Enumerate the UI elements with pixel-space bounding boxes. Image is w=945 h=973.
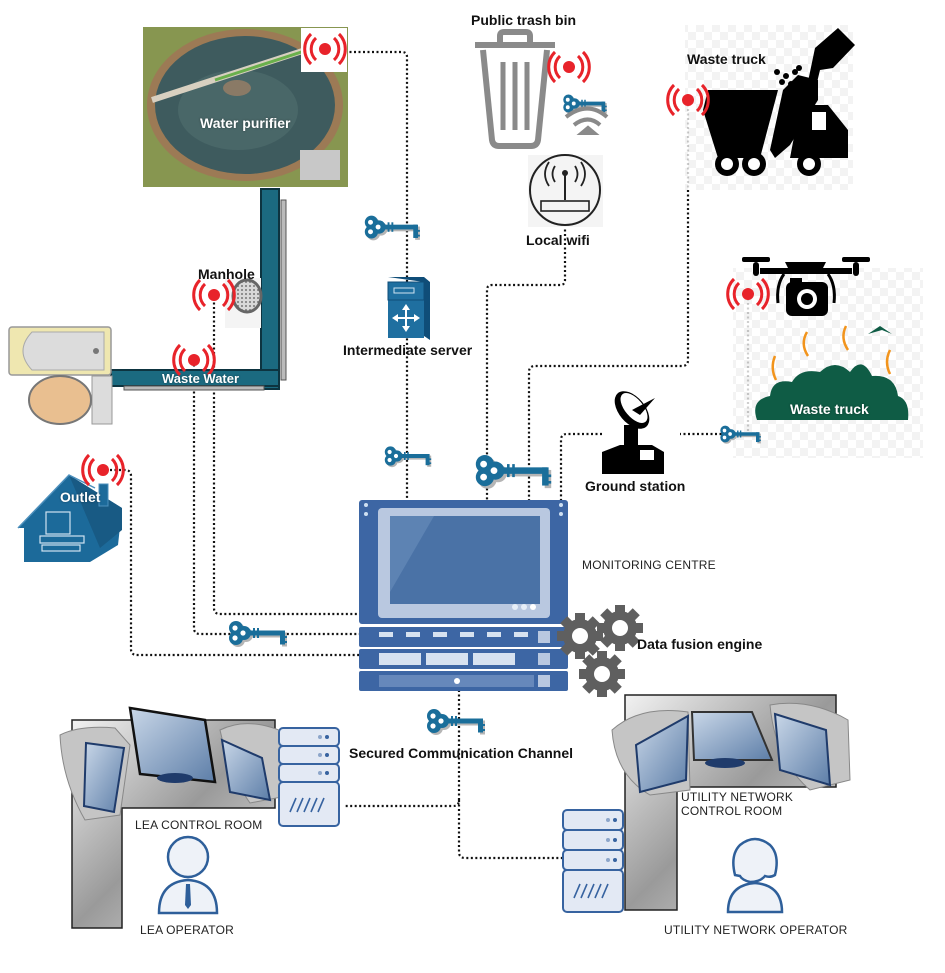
wastewater-key-icon — [229, 621, 287, 647]
water-purifier-label: Water purifier — [200, 115, 291, 131]
monitor-icon — [59, 706, 293, 821]
drone-waste-node — [720, 257, 923, 458]
waste-truck-label: Waste truck — [687, 51, 766, 67]
garbage-truck-icon — [703, 28, 855, 176]
local-wifi-node — [528, 154, 603, 227]
trash-bin-icon — [475, 29, 555, 149]
intermediate-server-label: Intermediate server — [343, 342, 473, 358]
monitoring-centre-label: MONITORING CENTRE — [582, 558, 716, 572]
public-trash-bin-node — [475, 29, 609, 149]
server-rack-icon — [278, 727, 340, 827]
wifi-signal-icon — [564, 106, 609, 135]
outlet-node — [17, 453, 125, 562]
intermediate-server-node — [387, 277, 430, 340]
utility-control-room-label-line2: CONTROL ROOM — [681, 804, 783, 818]
purifier-key-icon — [384, 446, 432, 468]
edge-wastewater-centre — [192, 360, 360, 636]
server-key-icon — [364, 215, 420, 241]
secured-channel-key-icon — [427, 709, 485, 735]
wifi-key-icon — [475, 455, 552, 489]
smell-lines — [771, 325, 892, 381]
satellite-dish-icon — [602, 391, 664, 474]
edge-centre-utility — [457, 800, 562, 860]
utility-control-room-node — [562, 694, 851, 914]
server-tower-icon — [387, 277, 430, 340]
public-trash-bin-label: Public trash bin — [471, 12, 577, 28]
female-operator-icon — [726, 837, 784, 914]
lea-operator-label: LEA OPERATOR — [140, 923, 234, 937]
edge-wifi-centre — [485, 225, 567, 500]
monitor-icon — [611, 702, 851, 796]
server-rack-icon — [562, 809, 624, 913]
trash-bin-signal-icon — [547, 50, 591, 84]
utility-operator-label: UTILITY NETWORK OPERATOR — [664, 923, 848, 937]
bird-icon — [868, 326, 892, 334]
waste-truck-node — [666, 25, 855, 190]
local-wifi-label: Local wifi — [526, 232, 590, 248]
manhole-cover-icon — [231, 278, 263, 314]
edge-water-purifier-server — [327, 50, 409, 500]
lea-control-room-node — [59, 706, 340, 929]
wifi-router-icon — [529, 154, 601, 226]
secured-channel-label: Secured Communication Channel — [349, 745, 574, 761]
outlet-signal-icon — [81, 453, 125, 487]
gears-icon — [557, 605, 643, 697]
drone-camera-icon — [742, 257, 870, 316]
manhole-node — [192, 278, 263, 328]
rack-monitor-icon — [359, 500, 568, 691]
monitoring-centre-node — [359, 500, 643, 697]
outlet-label: Outlet — [60, 489, 101, 505]
ground-station-label: Ground station — [585, 478, 686, 494]
toilet-icon — [28, 375, 92, 425]
male-operator-icon — [157, 835, 219, 915]
ground-station-node — [602, 391, 664, 474]
lea-control-room-label: LEA CONTROL ROOM — [135, 818, 263, 832]
waste-pile-icon — [755, 364, 909, 420]
bathroom-fixtures — [8, 326, 113, 425]
data-fusion-engine-label: Data fusion engine — [637, 636, 763, 652]
waste-water-label: Waste Water — [162, 371, 240, 386]
utility-control-room-label-line1: UTILITY NETWORK — [681, 790, 794, 804]
water-purifier-node — [143, 27, 348, 187]
manhole-label: Manhole — [198, 266, 255, 282]
edge-truck-centre — [527, 100, 690, 500]
waste-truck-drone-label: Waste truck — [790, 401, 869, 417]
edge-manhole-centre — [212, 298, 360, 616]
house-computer-icon — [17, 474, 122, 562]
